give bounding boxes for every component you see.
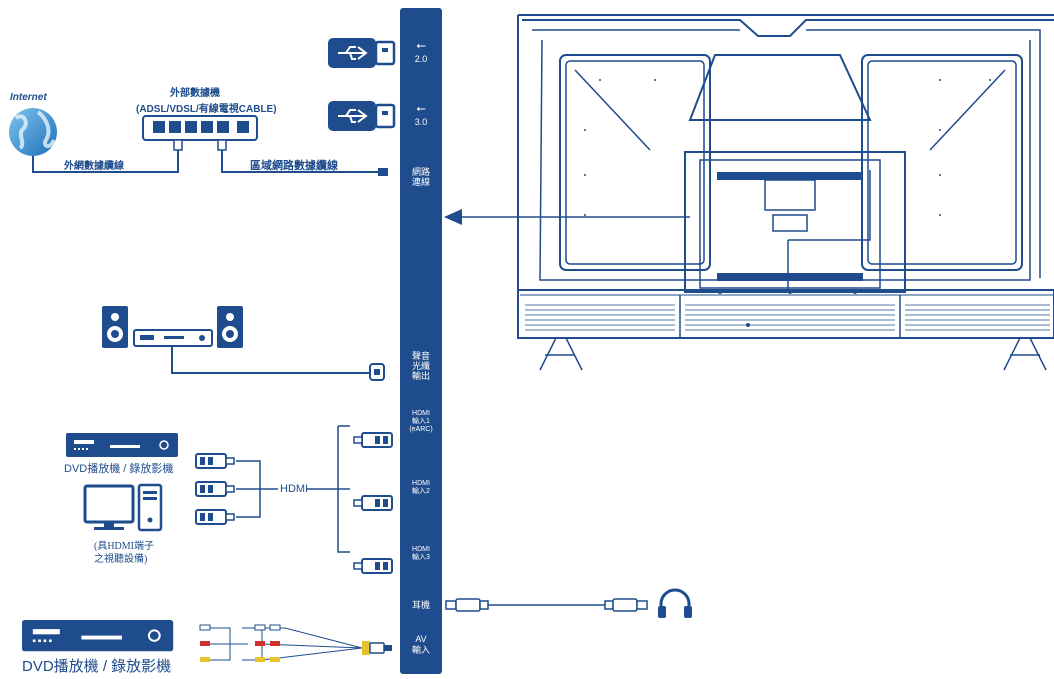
optical-port-label-line3: 輸出 [411,371,430,381]
tv-screw-dots [584,79,991,327]
usb-port-label: 3.0 [414,117,428,127]
av-port-label-line2: 輸入 [411,645,430,655]
rca-plugs [199,624,281,662]
tv-vent-strips [717,172,863,281]
optical-port-label-line1: 聲音 [411,351,430,361]
headphone-icon [658,588,692,618]
hdmi-dvd-label: DVD播放機 / 錄放影機 [64,463,174,475]
hdmi-cable-label: HDMI [280,483,309,495]
network-cables [32,139,388,176]
hdmi1-port-label-line2: 輸入1 [412,418,430,425]
hdmi2-port-label-line1: HDMI [412,480,430,487]
hdmi3-port-label-line1: HDMI [412,546,430,553]
hdmi-plug-icon [195,453,235,469]
usb-port-icon: ⭠ [416,38,426,52]
hdmi-pc-label-line1: (具HDMI端子 [94,541,154,552]
internet-label: Internet [10,92,47,103]
headphone-port-label: 耳機 [411,600,430,610]
hdmi1-port-label-line3: (eARC) [409,426,433,433]
av-connector-icon [362,641,392,655]
wan-cable-label: 外網數據纜線 [64,161,124,172]
usb-port-icon: ⭠ [416,101,426,115]
lan-cable-label: 區域網路數據纜線 [250,160,338,172]
optical-cable [171,346,385,381]
pc-tower-icon [137,483,163,532]
headphone-cable [445,598,648,612]
hdmi1-port-label-line1: HDMI [412,410,430,417]
speaker-right-icon [217,306,243,348]
lan-port-label-line1: 網路 [411,167,430,177]
dvd-player-icon [65,432,179,458]
tv-side-connection-panel [400,8,442,674]
hdmi2-port-label-line2: 輸入2 [412,488,430,495]
tv-base-grille [525,304,1050,331]
monitor-icon [83,484,135,530]
hdmi-cables [236,425,350,553]
av-dvd-label: DVD播放機 / 錄放影機 [22,658,172,675]
modem-icon [142,115,258,141]
usb-drive-icon [328,101,396,131]
av-port-label-line1: AV [415,634,427,644]
modem-subtitle: (ADSL/VDSL/有線電視CABLE) [136,104,277,115]
audio-amplifier-icon [133,329,213,347]
hdmi3-port-label-line2: 輸入3 [412,554,430,561]
hdmi-plug-icon [353,432,393,448]
hdmi-pc-label-line2: 之視聽設備) [94,554,148,565]
globe-icon [9,108,57,156]
tv-rear-view [517,14,1054,371]
hdmi-plug-icon [353,495,393,511]
hdmi-plug-icon [353,558,393,574]
usb-drive-icon [328,38,396,68]
tv-to-panel-arrow [444,209,690,225]
hdmi-plug-icon [195,481,235,497]
hdmi-plug-icon [195,509,235,525]
av-rca-cables [210,627,363,661]
lan-port-label-line2: 連線 [411,177,430,187]
modem-title: 外部數據機 [170,88,220,99]
speaker-left-icon [102,306,128,348]
usb-port-label: 2.0 [414,54,428,64]
optical-port-label-line2: 光纖 [411,361,430,371]
dvd-player-icon [20,618,175,653]
